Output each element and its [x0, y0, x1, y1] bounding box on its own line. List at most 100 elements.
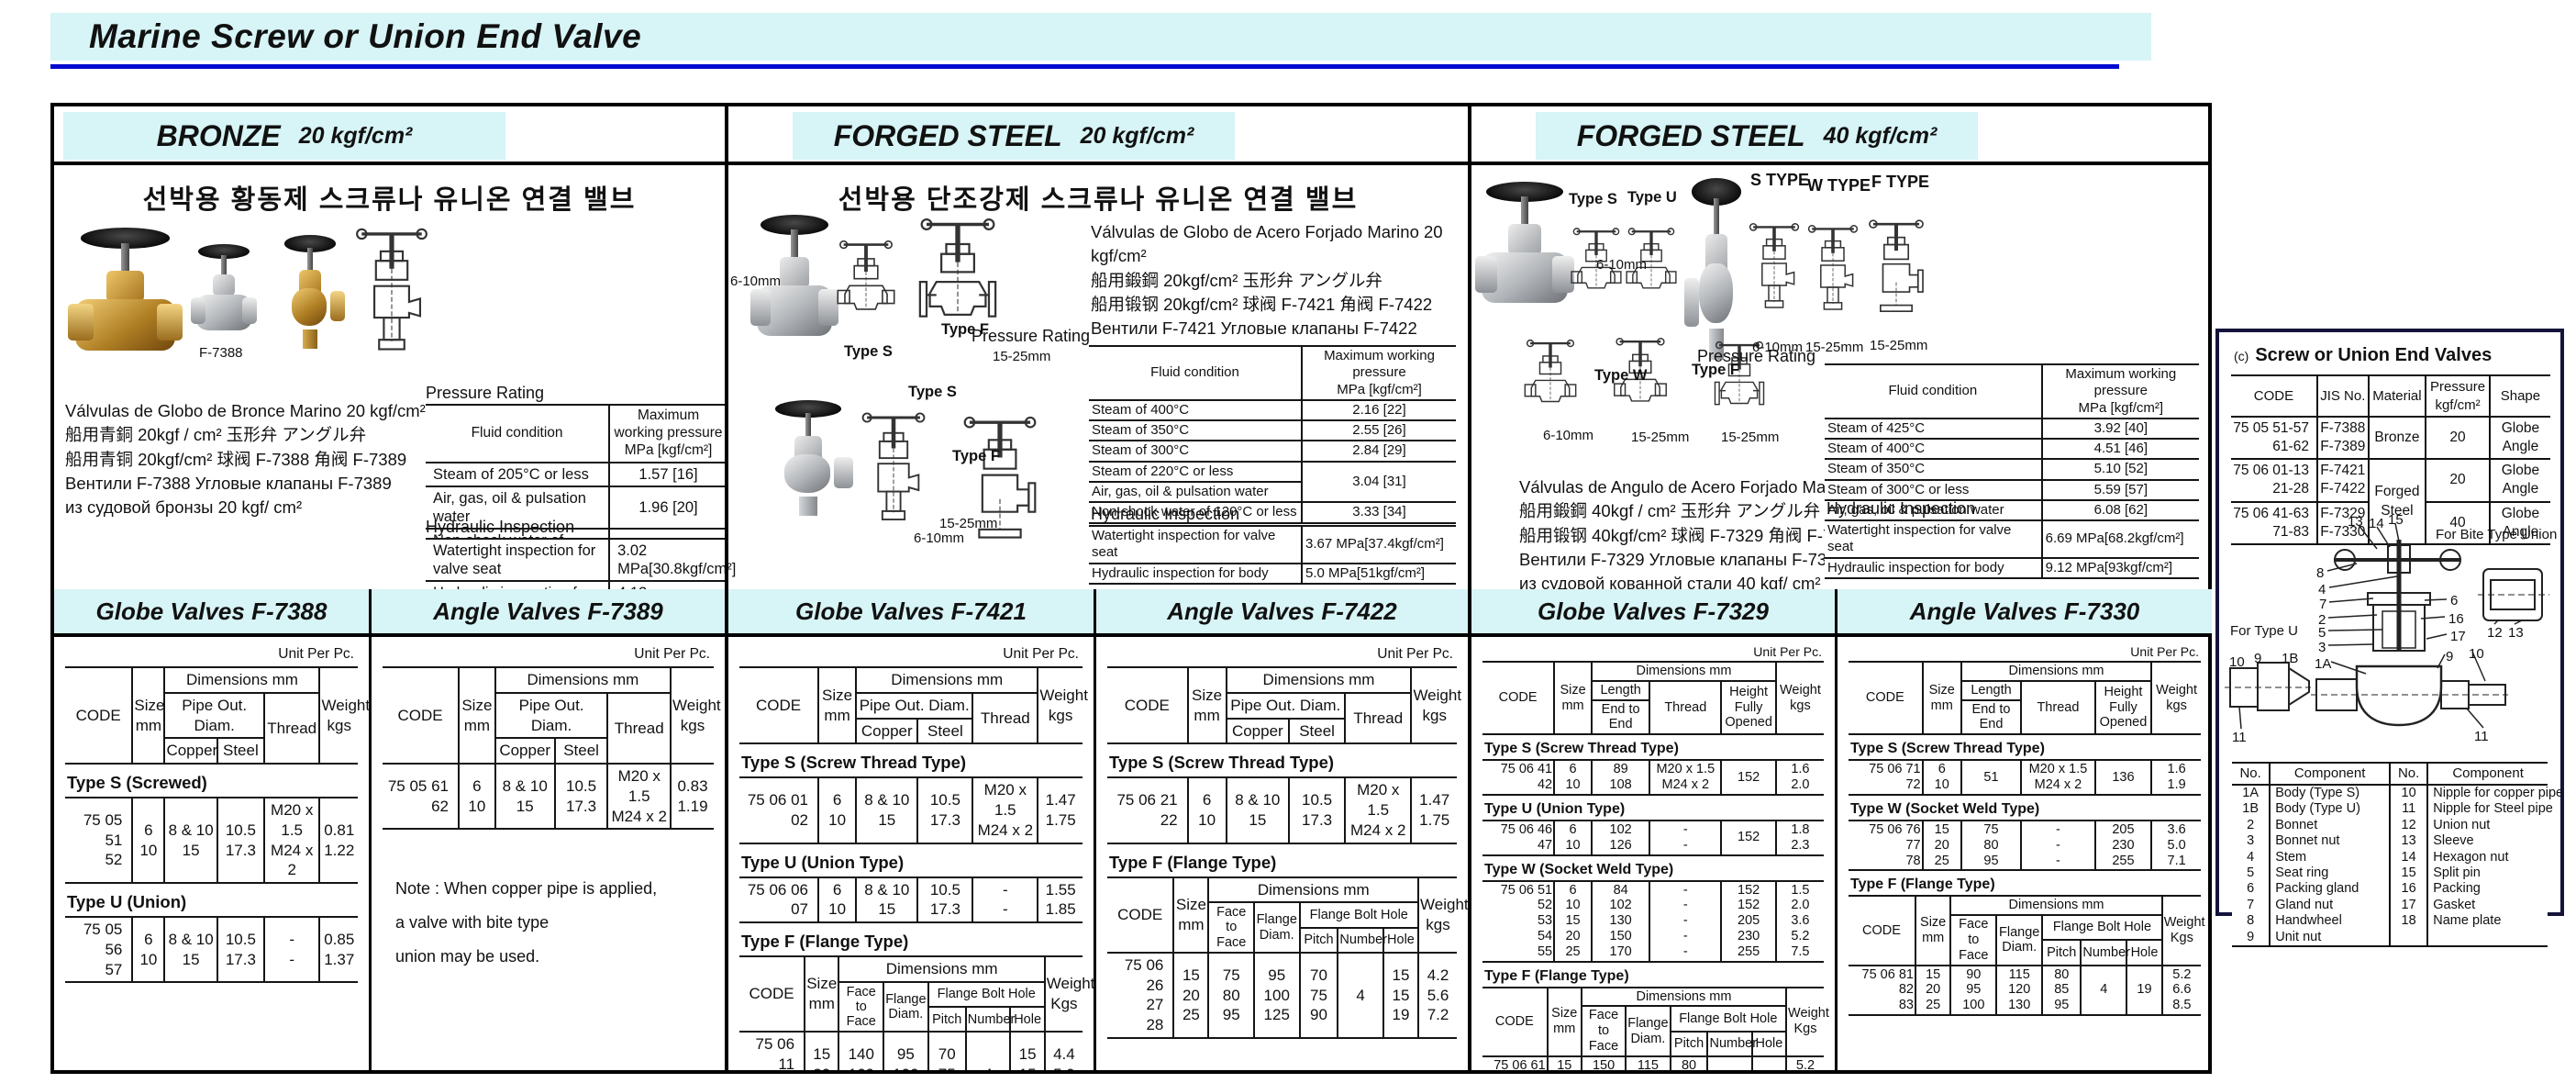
cell: 70 75 90 — [927, 1031, 967, 1070]
cell: No. — [2232, 763, 2271, 786]
type-u-label: Type U (Union) — [67, 892, 187, 911]
cell: M20 x 1.5 M24 x 2 — [2020, 759, 2096, 796]
cell: 80 85 95 — [1669, 1055, 1709, 1070]
desc-line: Вентили F-7421 Угловые клапаны F-7422 — [1091, 318, 1417, 339]
cell: 1.47 1.75 — [1410, 776, 1457, 844]
cell: CODE — [1849, 660, 1924, 736]
cell: Forged Steel — [2367, 458, 2427, 545]
cell: F-7329 F-7330 — [2315, 500, 2370, 545]
cell: Height Fully Opened — [2093, 679, 2152, 736]
desc-line: 船用锻钢 20kgf/cm² 球阀 F-7421 角阀 F-7422 — [1091, 294, 1433, 314]
cell: Size mm — [817, 665, 858, 745]
unit-label: Unit Per Pc. — [634, 646, 710, 662]
label: Type U — [1627, 189, 1677, 206]
fs20-angle-valve-photo — [769, 400, 854, 516]
bronze-globe-valve-photo-gray — [191, 244, 257, 341]
cell: CODE — [65, 666, 134, 765]
label: 10 — [2229, 654, 2245, 670]
cell: Component — [2269, 763, 2390, 786]
cell: 80 85 95 — [2041, 964, 2082, 1017]
desc-line: из судовой кованной стали 40 kgf/ cm² — [1519, 574, 1821, 594]
cell: Number — [1337, 926, 1387, 954]
cell: CODE — [739, 955, 806, 1033]
cell: Number — [1706, 1030, 1757, 1057]
label: 4 — [2318, 582, 2326, 597]
cell: JIS No. — [2315, 374, 2370, 418]
cell: Seat ring — [2269, 865, 2390, 882]
label: 6 — [2450, 593, 2459, 608]
cell: - - — [262, 915, 321, 984]
angle-f7422-title-band: Angle Valves F-7422 — [1096, 589, 1468, 633]
cell: 3.33 [34] — [1301, 501, 1456, 524]
cell: Steam of 425°C — [1825, 417, 2043, 441]
cell: 7 — [2247, 897, 2255, 912]
bronze-hydraulic-label: Hydraulic Inspection — [426, 518, 575, 536]
page-title-band: Marine Screw or Union End Valve — [50, 13, 2151, 61]
handwheel-icon — [284, 235, 336, 252]
w-type-angle-drawing — [1806, 224, 1860, 311]
cell: Nipple for Steel pipe — [2426, 801, 2553, 818]
cell: Pipe Out. Diam. — [164, 691, 265, 740]
cell: 5.2 6.8 8.9 — [1785, 1055, 1824, 1070]
cell: - - — [1649, 819, 1723, 856]
label: 3 — [2318, 640, 2326, 655]
cell: 75 80 95 — [1960, 819, 2023, 872]
label: 15-25mm — [1870, 338, 1928, 353]
unit-label: Unit Per Pc. — [1003, 646, 1079, 662]
cell: 8 & 10 15 — [855, 876, 919, 923]
cell: 205 230 255 — [2093, 819, 2153, 872]
f7329-type-f-table: 75 06 61 62 6315 20 25150 170 200115 120… — [1482, 1055, 1824, 1070]
fs40-pressure-rating-label: Pressure Rating — [1697, 347, 1816, 365]
cell: Steam of 205°C or less — [426, 461, 611, 487]
cell: 90 95 100 — [1949, 964, 1998, 1017]
type-s-angle-drawing — [859, 391, 928, 543]
cell: Number — [964, 1006, 1015, 1033]
cell: Weight Kgs — [2160, 895, 2205, 966]
cell: Gland nut — [2269, 897, 2390, 914]
fs40-section-title: FORGED STEEL — [1576, 118, 1805, 152]
divider — [728, 633, 1468, 637]
label: 9 — [2254, 651, 2262, 666]
label: 10 — [2469, 646, 2484, 662]
divider — [369, 589, 372, 1070]
cell: Shape — [2488, 374, 2550, 418]
cell: M20 x 1.5 M24 x 2 — [262, 797, 321, 884]
cell: Gasket — [2426, 897, 2548, 914]
cell: CODE — [383, 666, 461, 765]
cell: Split pin — [2426, 865, 2548, 882]
cell: 20 — [2425, 415, 2491, 461]
angle-f7330-title-band: Angle Valves F-7330 — [1838, 589, 2212, 633]
cell: 5.10 [52] — [2040, 458, 2199, 481]
type-s-label: Type S (Screw Thread Type) — [741, 753, 967, 773]
cell: - - - — [2020, 819, 2096, 872]
cell: 0.81 1.22 — [318, 797, 358, 884]
column-divider — [1468, 106, 1471, 1070]
cell: 75 05 56 57 — [65, 915, 134, 984]
cell: 16 — [2388, 881, 2428, 898]
cell: Bonnet nut — [2269, 833, 2390, 850]
label: 16 — [2448, 611, 2464, 627]
cell: Steel — [216, 737, 264, 765]
cell: M20 x 1.5 M24 x 2 — [1649, 759, 1723, 796]
cell: 3.6 5.0 7.1 — [2150, 819, 2201, 872]
cell: Fluid condition — [1825, 363, 2043, 419]
cell: 15 20 25 — [1172, 951, 1210, 1039]
bronze-header-band: BRONZE 20 kgf/cm² — [63, 112, 505, 160]
label: 8 — [2316, 565, 2325, 581]
label: 15-25mm — [1721, 430, 1780, 445]
cell: Dimensions mm — [1225, 666, 1413, 694]
cell: Copper — [164, 737, 218, 765]
panel-title: (c)Screw or Union End Valves — [2234, 345, 2492, 366]
cell: Dimensions mm — [1949, 895, 2163, 917]
cell: 1.6 1.9 — [2150, 759, 2201, 796]
cell: 75 06 51 52 53 54 55 — [1482, 879, 1556, 963]
cell: 6 10 — [131, 797, 166, 884]
